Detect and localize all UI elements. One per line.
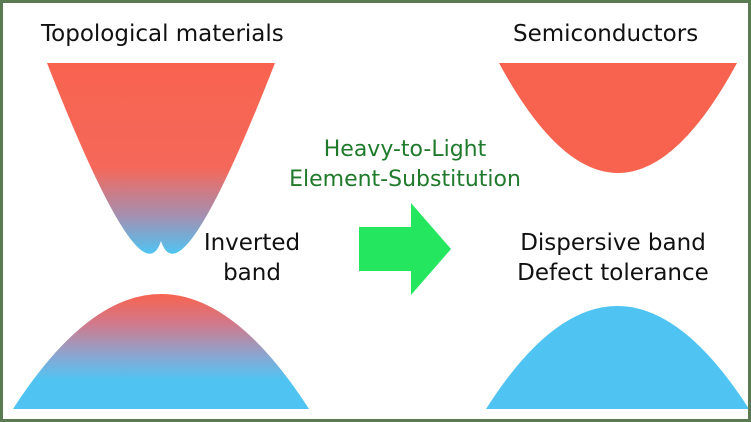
left-title: Topological materials [41, 21, 284, 47]
property-dispersive-band: Dispersive band [520, 230, 706, 256]
right-title: Semiconductors [513, 21, 699, 47]
property-defect-tolerance: Defect tolerance [517, 259, 709, 286]
inverted-band-text: Inverted band [203, 230, 301, 286]
left-conduction-band [47, 63, 275, 254]
right-valence-band [486, 306, 748, 409]
right-conduction-band [499, 63, 737, 173]
process-line-1: Heavy-to-Light [323, 137, 487, 162]
left-valence-band [13, 294, 309, 409]
semiconductor-properties: Dispersive band Defect tolerance [493, 229, 733, 289]
band-diagram [13, 63, 748, 409]
process-label: Heavy-to-Light Element-Substitution [235, 135, 575, 194]
right-arrow-icon [359, 203, 451, 295]
inverted-band-label: Inverted band [198, 229, 306, 289]
process-line-2: Element-Substitution [289, 166, 521, 192]
